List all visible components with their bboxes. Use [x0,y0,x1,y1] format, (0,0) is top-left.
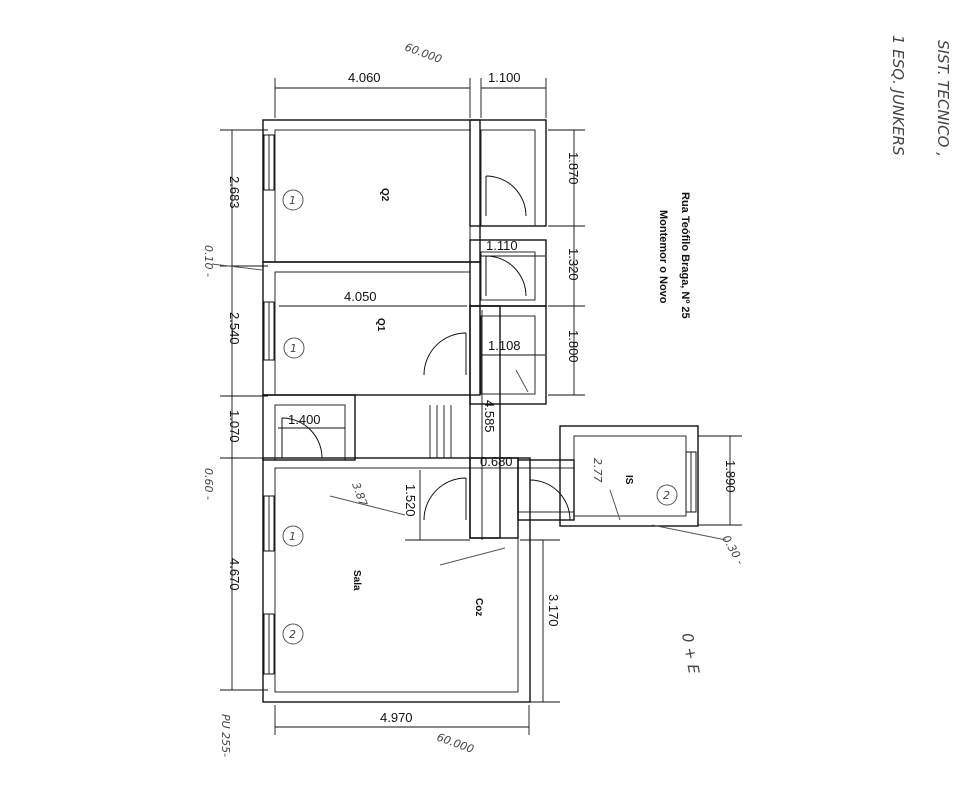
room-label-q2: Q2 [379,188,390,202]
door-is [529,479,571,521]
hand-circle-2-text: 1 [290,342,297,355]
dim-top-q2: 4.060 [348,70,381,85]
door-closet-top [485,175,527,217]
hand-circle-4 [282,623,304,645]
address-line-2: Montemor o Novo [657,210,669,304]
hand-is-note: 2.77 [591,458,604,483]
hand-bottom-mark: 60.000 [435,731,476,756]
room-label-q1: Q1 [375,318,386,332]
dim-is-1890: 1.890 [723,460,738,493]
room-label-sala: Sala [351,570,362,591]
dim-corridor-1108: 1.108 [488,338,521,353]
walls [262,119,699,703]
door-small-closet [485,255,527,297]
hand-side-note-1: SIST. TECNICO , [934,40,952,157]
hand-left-mark-3: PU 255- [219,714,232,757]
address-line-1: Rua Teófilo Braga, Nº 25 [679,192,691,319]
dim-q2-height: 2.683 [227,176,242,209]
windows [263,134,697,675]
dim-top-corridor: 1.100 [488,70,521,85]
hand-circle-5 [656,484,678,506]
hand-left-mark-2: 0.60 - [202,468,215,500]
hand-circle-2 [283,337,305,359]
address-block: Rua Teófilo Braga, Nº 25 Montemor o Novo [657,192,691,319]
room-labels: Q2 Q1 Sala Coz IS [351,188,634,616]
dimension-labels: 4.060 1.100 2.683 2.540 4.050 1.070 1.40… [227,70,738,725]
door-q1 [423,332,467,376]
hand-circle-3 [282,525,304,547]
dim-kitchen-1520: 1.520 [403,484,418,517]
hand-circle-4-text: 2 [289,628,296,641]
hand-side-note-2: 1 ESQ. JUNKERS [889,35,907,156]
hand-circle-5-text: 2 [663,489,670,502]
hand-formula: 0 + E [678,632,703,676]
dim-corridor-0680: 0.680 [480,454,513,469]
dim-right-1320: 1.320 [566,248,581,281]
hand-circle-3-text: 1 [289,530,296,543]
dim-q1-width: 4.050 [344,289,377,304]
handwritten-notes: SIST. TECNICO , 1 ESQ. JUNKERS 60.000 60… [202,35,952,757]
dim-right-1870: 1.870 [566,152,581,185]
hand-top-mark: 60.000 [403,41,444,66]
room-label-coz: Coz [473,598,484,616]
hand-circle-1 [282,189,304,211]
dim-q1-height: 2.540 [227,312,242,345]
dim-hall-width: 1.400 [288,412,321,427]
room-label-is: IS [623,475,634,485]
dim-sala-height: 4.670 [227,558,242,591]
dim-closet-1110: 1.110 [486,238,518,253]
door-hall [281,417,323,459]
door-kitchen [423,477,467,521]
dim-hall-height: 1.070 [227,410,242,443]
hand-left-mark-1: 0.10 - [202,245,215,277]
dim-bottom-width: 4.970 [380,710,413,725]
doors [281,175,571,521]
hand-circle-1-text: 1 [289,194,296,207]
dim-corridor-4585: 4.585 [482,400,497,433]
hand-right-mark: 0.30 - [719,533,746,567]
dim-coz-3170: 3.170 [546,594,561,627]
dim-right-1800: 1.800 [566,330,581,363]
dimension-lines [220,78,742,735]
